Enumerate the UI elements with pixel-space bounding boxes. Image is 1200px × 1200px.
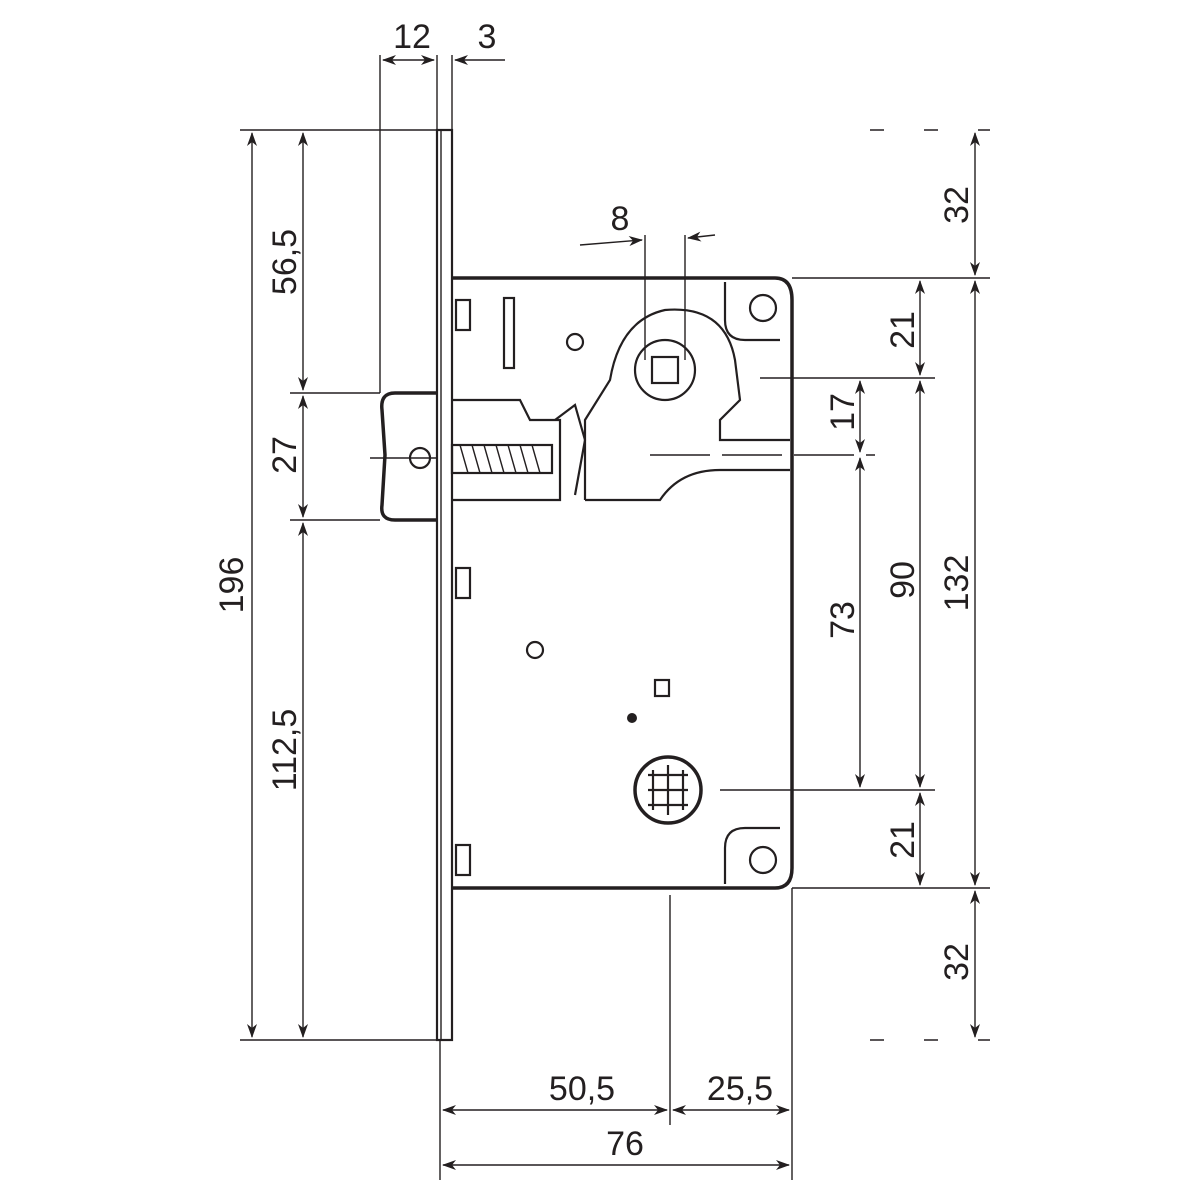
dim-132: 132 [938,555,976,612]
dim-21-top: 21 [884,311,922,349]
dim-17: 17 [824,393,862,431]
dim-8: 8 [611,200,630,238]
latch-bolt [380,391,587,522]
dim-90: 90 [884,561,922,599]
dim-25-5: 25,5 [707,1070,773,1108]
dim-32-bottom: 32 [938,943,976,981]
dim-73: 73 [824,601,862,639]
dim-112-5: 112,5 [266,709,304,792]
dim-32-top: 32 [938,186,976,224]
dim-3: 3 [478,18,497,56]
spindle-square-icon [650,355,680,385]
privacy-key-hole [633,755,703,825]
faceplate [435,128,454,1042]
spindle-hub [633,338,697,402]
dim-76: 76 [606,1125,644,1163]
dim-196: 196 [213,557,251,614]
dim-27: 27 [266,436,304,474]
screw-hole-bottom [748,845,778,875]
lock-body [452,276,794,890]
dim-56-5: 56,5 [266,229,304,295]
extension-lines [240,55,990,1180]
screw-hole-top [748,293,778,323]
dim-21-bottom: 21 [884,821,922,859]
dimension-lines [247,55,980,1170]
dim-12: 12 [393,18,431,56]
dim-50-5: 50,5 [549,1070,615,1108]
